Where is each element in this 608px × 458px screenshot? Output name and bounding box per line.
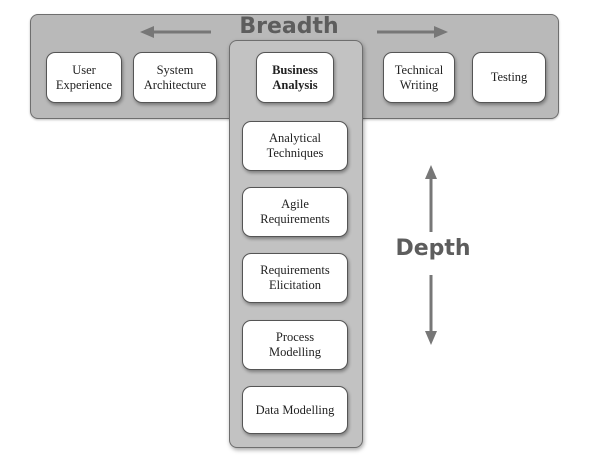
skill-system-architecture: System Architecture — [133, 52, 217, 103]
skill-agile-requirements: Agile Requirements — [242, 187, 348, 237]
skill-process-modelling: Process Modelling — [242, 320, 348, 370]
skill-requirements-elicitation: Requirements Elicitation — [242, 253, 348, 303]
skill-testing: Testing — [472, 52, 546, 103]
breadth-label: Breadth — [239, 14, 339, 39]
skill-analytical-techniques: Analytical Techniques — [242, 121, 348, 171]
skill-business-analysis: Business Analysis — [256, 52, 334, 103]
skill-technical-writing: Technical Writing — [383, 52, 455, 103]
depth-label: Depth — [395, 236, 471, 261]
arrow-down-icon — [425, 275, 437, 345]
skill-user-experience: User Experience — [46, 52, 122, 103]
skill-data-modelling: Data Modelling — [242, 386, 348, 434]
depth-column — [229, 40, 363, 448]
arrow-up-icon — [425, 165, 437, 232]
